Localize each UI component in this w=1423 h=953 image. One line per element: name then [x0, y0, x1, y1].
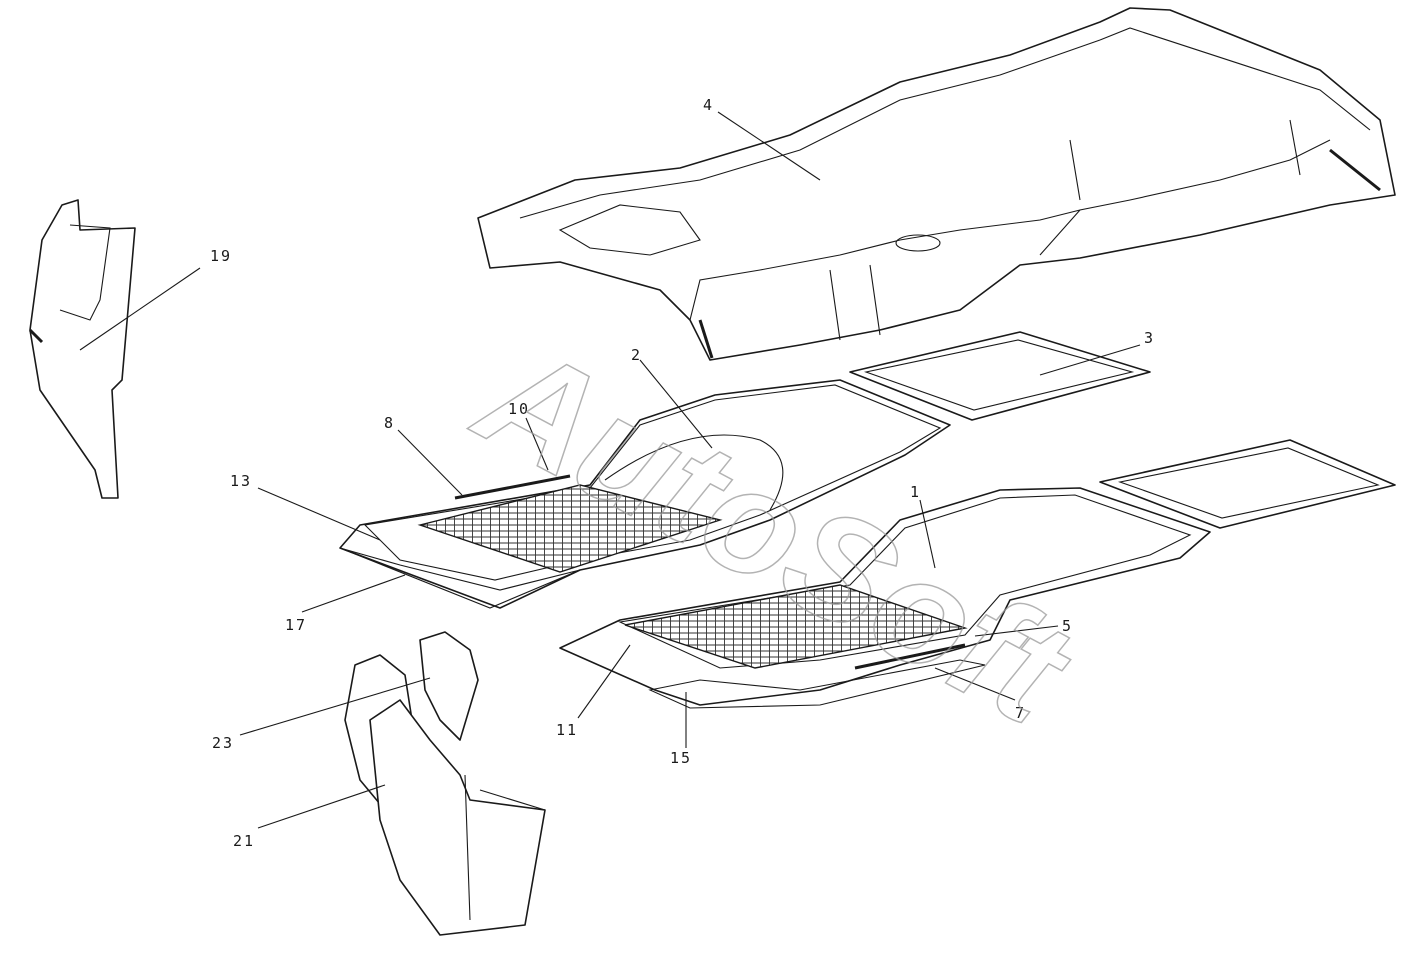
part-4-floor-pan — [477, 7, 1396, 361]
callout-11: 11 — [556, 721, 578, 739]
callout-labels: 4 2 3 1 5 7 8 10 11 13 15 17 19 21 23 — [210, 96, 1155, 850]
leader-lines — [79, 111, 1141, 829]
rear-mat-right — [1099, 439, 1396, 529]
part-21-front-side-panel — [369, 699, 546, 936]
callout-7: 7 — [1015, 704, 1026, 722]
callout-3: 3 — [1144, 329, 1155, 347]
callout-10: 10 — [508, 400, 530, 418]
part-2-left-floor-covering — [339, 379, 951, 609]
callout-5: 5 — [1062, 617, 1073, 635]
callout-15: 15 — [670, 749, 692, 767]
callout-4: 4 — [703, 96, 714, 114]
callout-23: 23 — [212, 734, 234, 752]
part-5-right-floor-covering — [559, 487, 1211, 706]
part-3-rear-mat — [849, 331, 1151, 421]
callout-2: 2 — [631, 346, 642, 364]
part-17-underlay — [339, 547, 581, 609]
callout-8: 8 — [384, 414, 395, 432]
part-19-side-trim-panel — [28, 199, 136, 499]
callout-1: 1 — [910, 483, 921, 501]
callout-13: 13 — [230, 472, 252, 490]
callout-19: 19 — [210, 247, 232, 265]
callout-17: 17 — [285, 616, 307, 634]
callout-21: 21 — [233, 832, 255, 850]
part-15-underlay — [648, 659, 986, 709]
